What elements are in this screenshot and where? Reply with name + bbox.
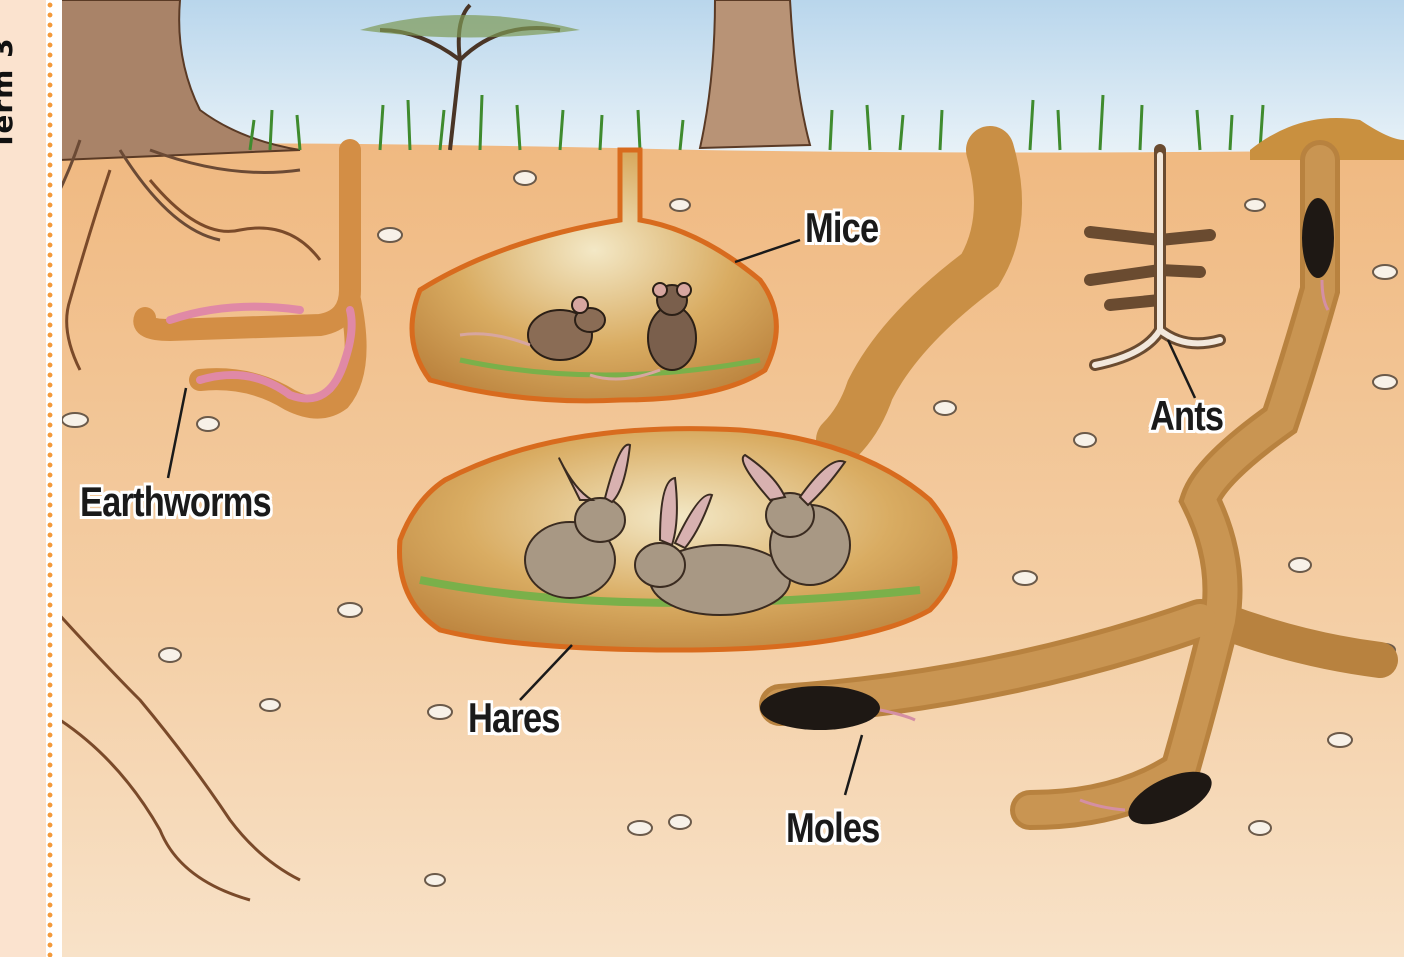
label-moles: Moles	[786, 804, 880, 852]
dotted-border	[46, 0, 54, 957]
label-hares: Hares	[468, 694, 560, 742]
label-ants: Ants	[1150, 392, 1223, 440]
label-mice: Mice	[805, 204, 878, 252]
label-earthworms: Earthworms	[80, 478, 271, 526]
term-label: Term 3	[0, 37, 19, 150]
